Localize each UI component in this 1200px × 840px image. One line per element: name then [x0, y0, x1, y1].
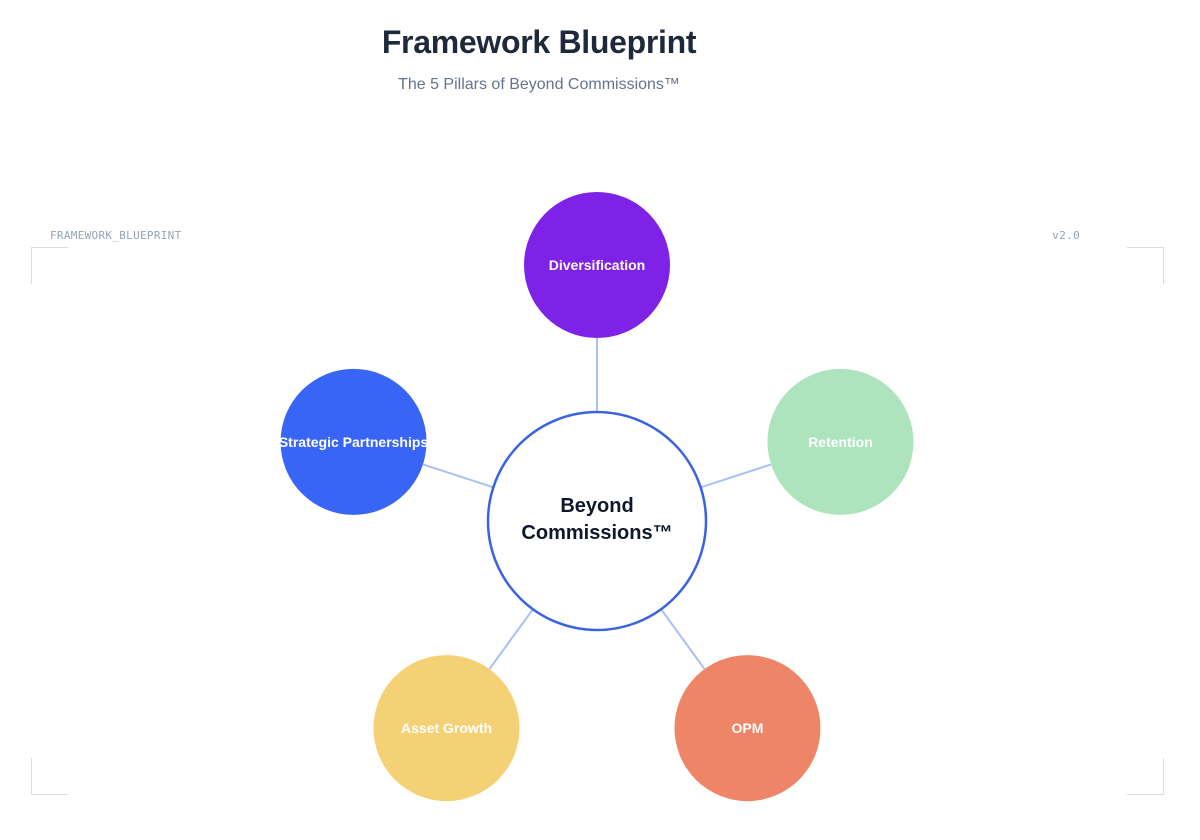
- pillar-circle-diversification: [524, 192, 670, 338]
- center-node: Beyond Commissions™: [486, 410, 708, 632]
- page-subtitle: The 5 Pillars of Beyond Commissions™: [398, 76, 680, 93]
- pillar-circle-retention: [767, 368, 914, 515]
- pillar-node-strategic-partnerships[interactable]: Strategic Partnerships: [279, 368, 429, 515]
- pillar-label-strategic-partnerships: Strategic Partnerships: [279, 434, 429, 450]
- page-title: Framework Blueprint: [381, 24, 697, 60]
- pillar-node-opm[interactable]: OPM: [674, 655, 821, 802]
- center-label-line-1: Beyond: [560, 495, 633, 517]
- connector-asset-growth: [488, 608, 534, 670]
- frame-label-right: v2.0: [1052, 229, 1080, 242]
- pillar-label-diversification: Diversification: [549, 257, 645, 273]
- pillar-circle-strategic-partnerships: [280, 368, 427, 515]
- frame-corner-top-left: [31, 247, 68, 284]
- pillar-node-diversification[interactable]: Diversification: [524, 192, 670, 338]
- connector-group: [422, 338, 772, 670]
- pillar-circle-opm: [674, 655, 821, 802]
- frame-label-left: FRAMEWORK_BLUEPRINT: [50, 229, 182, 242]
- connector-retention: [700, 463, 772, 489]
- connector-opm: [660, 608, 706, 670]
- frame-corner-top-right: [1127, 247, 1164, 284]
- pillar-node-retention[interactable]: Retention: [767, 368, 914, 515]
- pillar-circle-asset-growth: [373, 655, 520, 802]
- frame-corner-bottom-left: [31, 758, 68, 795]
- frame-corner-bottom-right: [1127, 758, 1164, 795]
- connector-strategic-partnerships: [422, 463, 494, 489]
- center-circle: [486, 410, 708, 632]
- pillar-label-retention: Retention: [808, 434, 873, 450]
- pillar-label-opm: OPM: [732, 720, 764, 736]
- pillar-node-asset-growth[interactable]: Asset Growth: [373, 655, 520, 802]
- pillar-label-asset-growth: Asset Growth: [401, 720, 492, 736]
- center-label-line-2: Commissions™: [521, 522, 672, 544]
